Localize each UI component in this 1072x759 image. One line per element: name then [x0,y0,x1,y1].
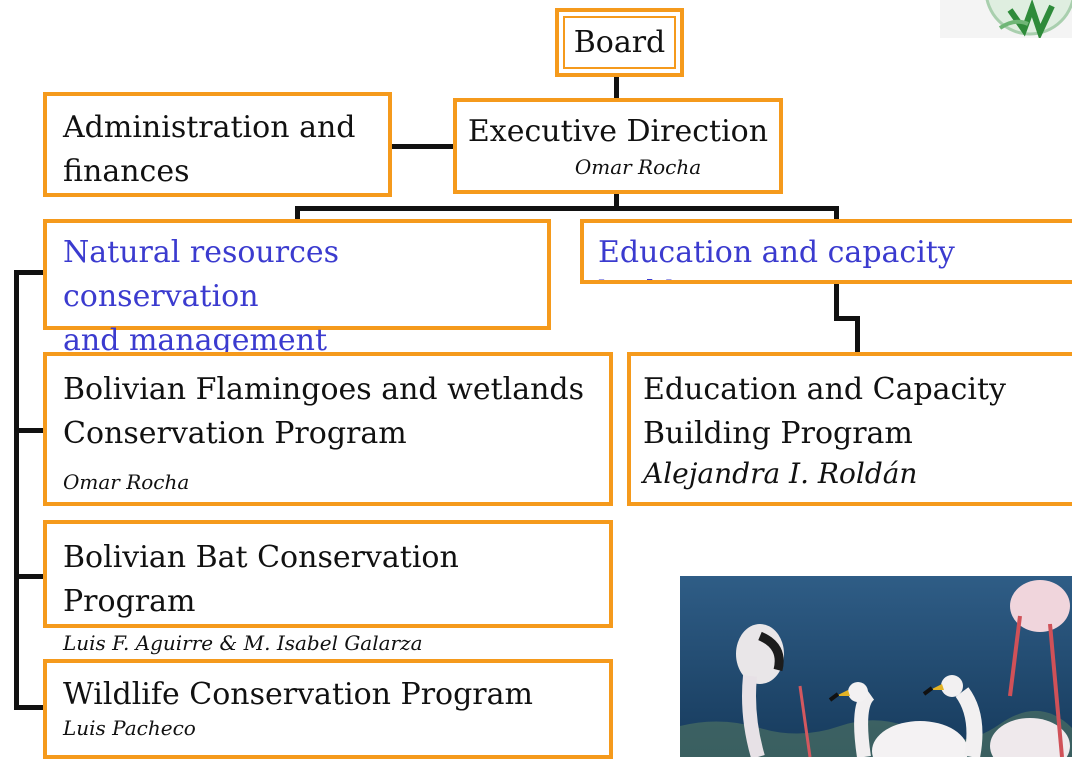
connector-exec-down [614,193,619,209]
bat-program-person: Luis F. Aguirre & M. Isabel Galarza [63,631,423,655]
board-label: Board [573,25,666,60]
executive-person: Omar Rocha [574,155,702,179]
connector-education-down2 [855,316,860,354]
board-box: Board [555,8,684,77]
administration-box: Administration and finances [43,92,392,197]
connector-education-down1 [834,283,839,319]
connector-spine-wildlife [14,705,46,710]
connector-spine-top [14,270,46,275]
connector-branch-horizontal [295,206,839,211]
education-department-box: Education and capacity building [580,219,1072,284]
flamingos-photo [680,576,1072,757]
flamingo-program-title: Bolivian Flamingoes and wetlands Conserv… [63,372,585,451]
flamingo-program-person: Omar Rocha [63,470,190,494]
wildlife-program-person: Luis Pacheco [63,716,196,740]
connector-spine-flamingo [14,428,46,433]
connector-education-step [834,316,858,321]
connector-spine-bat [14,574,46,579]
education-program-box: Education and Capacity Building Program … [627,352,1072,506]
wildlife-program-box: Wildlife Conservation Program Luis Pache… [43,659,613,759]
flamingo-program-box: Bolivian Flamingoes and wetlands Conserv… [43,352,613,506]
education-program-person: Alejandra I. Roldán [643,457,918,490]
executive-title: Executive Direction [467,114,769,149]
natural-resources-box: Natural resources conservation and manag… [43,219,551,358]
wildlife-program-title: Wildlife Conservation Program [63,677,533,712]
administration-label: Administration and finances [63,110,356,189]
executive-direction-box: Executive Direction Omar Rocha [453,98,783,194]
natural-resources-label: Natural resources conservation and manag… [63,235,340,358]
connector-spine-vertical [14,270,19,710]
education-program-title: Education and Capacity Building Program [643,372,1006,451]
connector-admin-exec [390,144,455,149]
education-department-label: Education and capacity building [598,235,955,280]
connector-to-natural [295,206,300,221]
bat-program-title: Bolivian Bat Conservation Program [63,540,459,619]
connector-to-education [834,206,839,221]
organization-logo [940,0,1072,38]
connector-board-exec [614,76,619,100]
bat-program-box: Bolivian Bat Conservation Program Luis F… [43,520,613,655]
